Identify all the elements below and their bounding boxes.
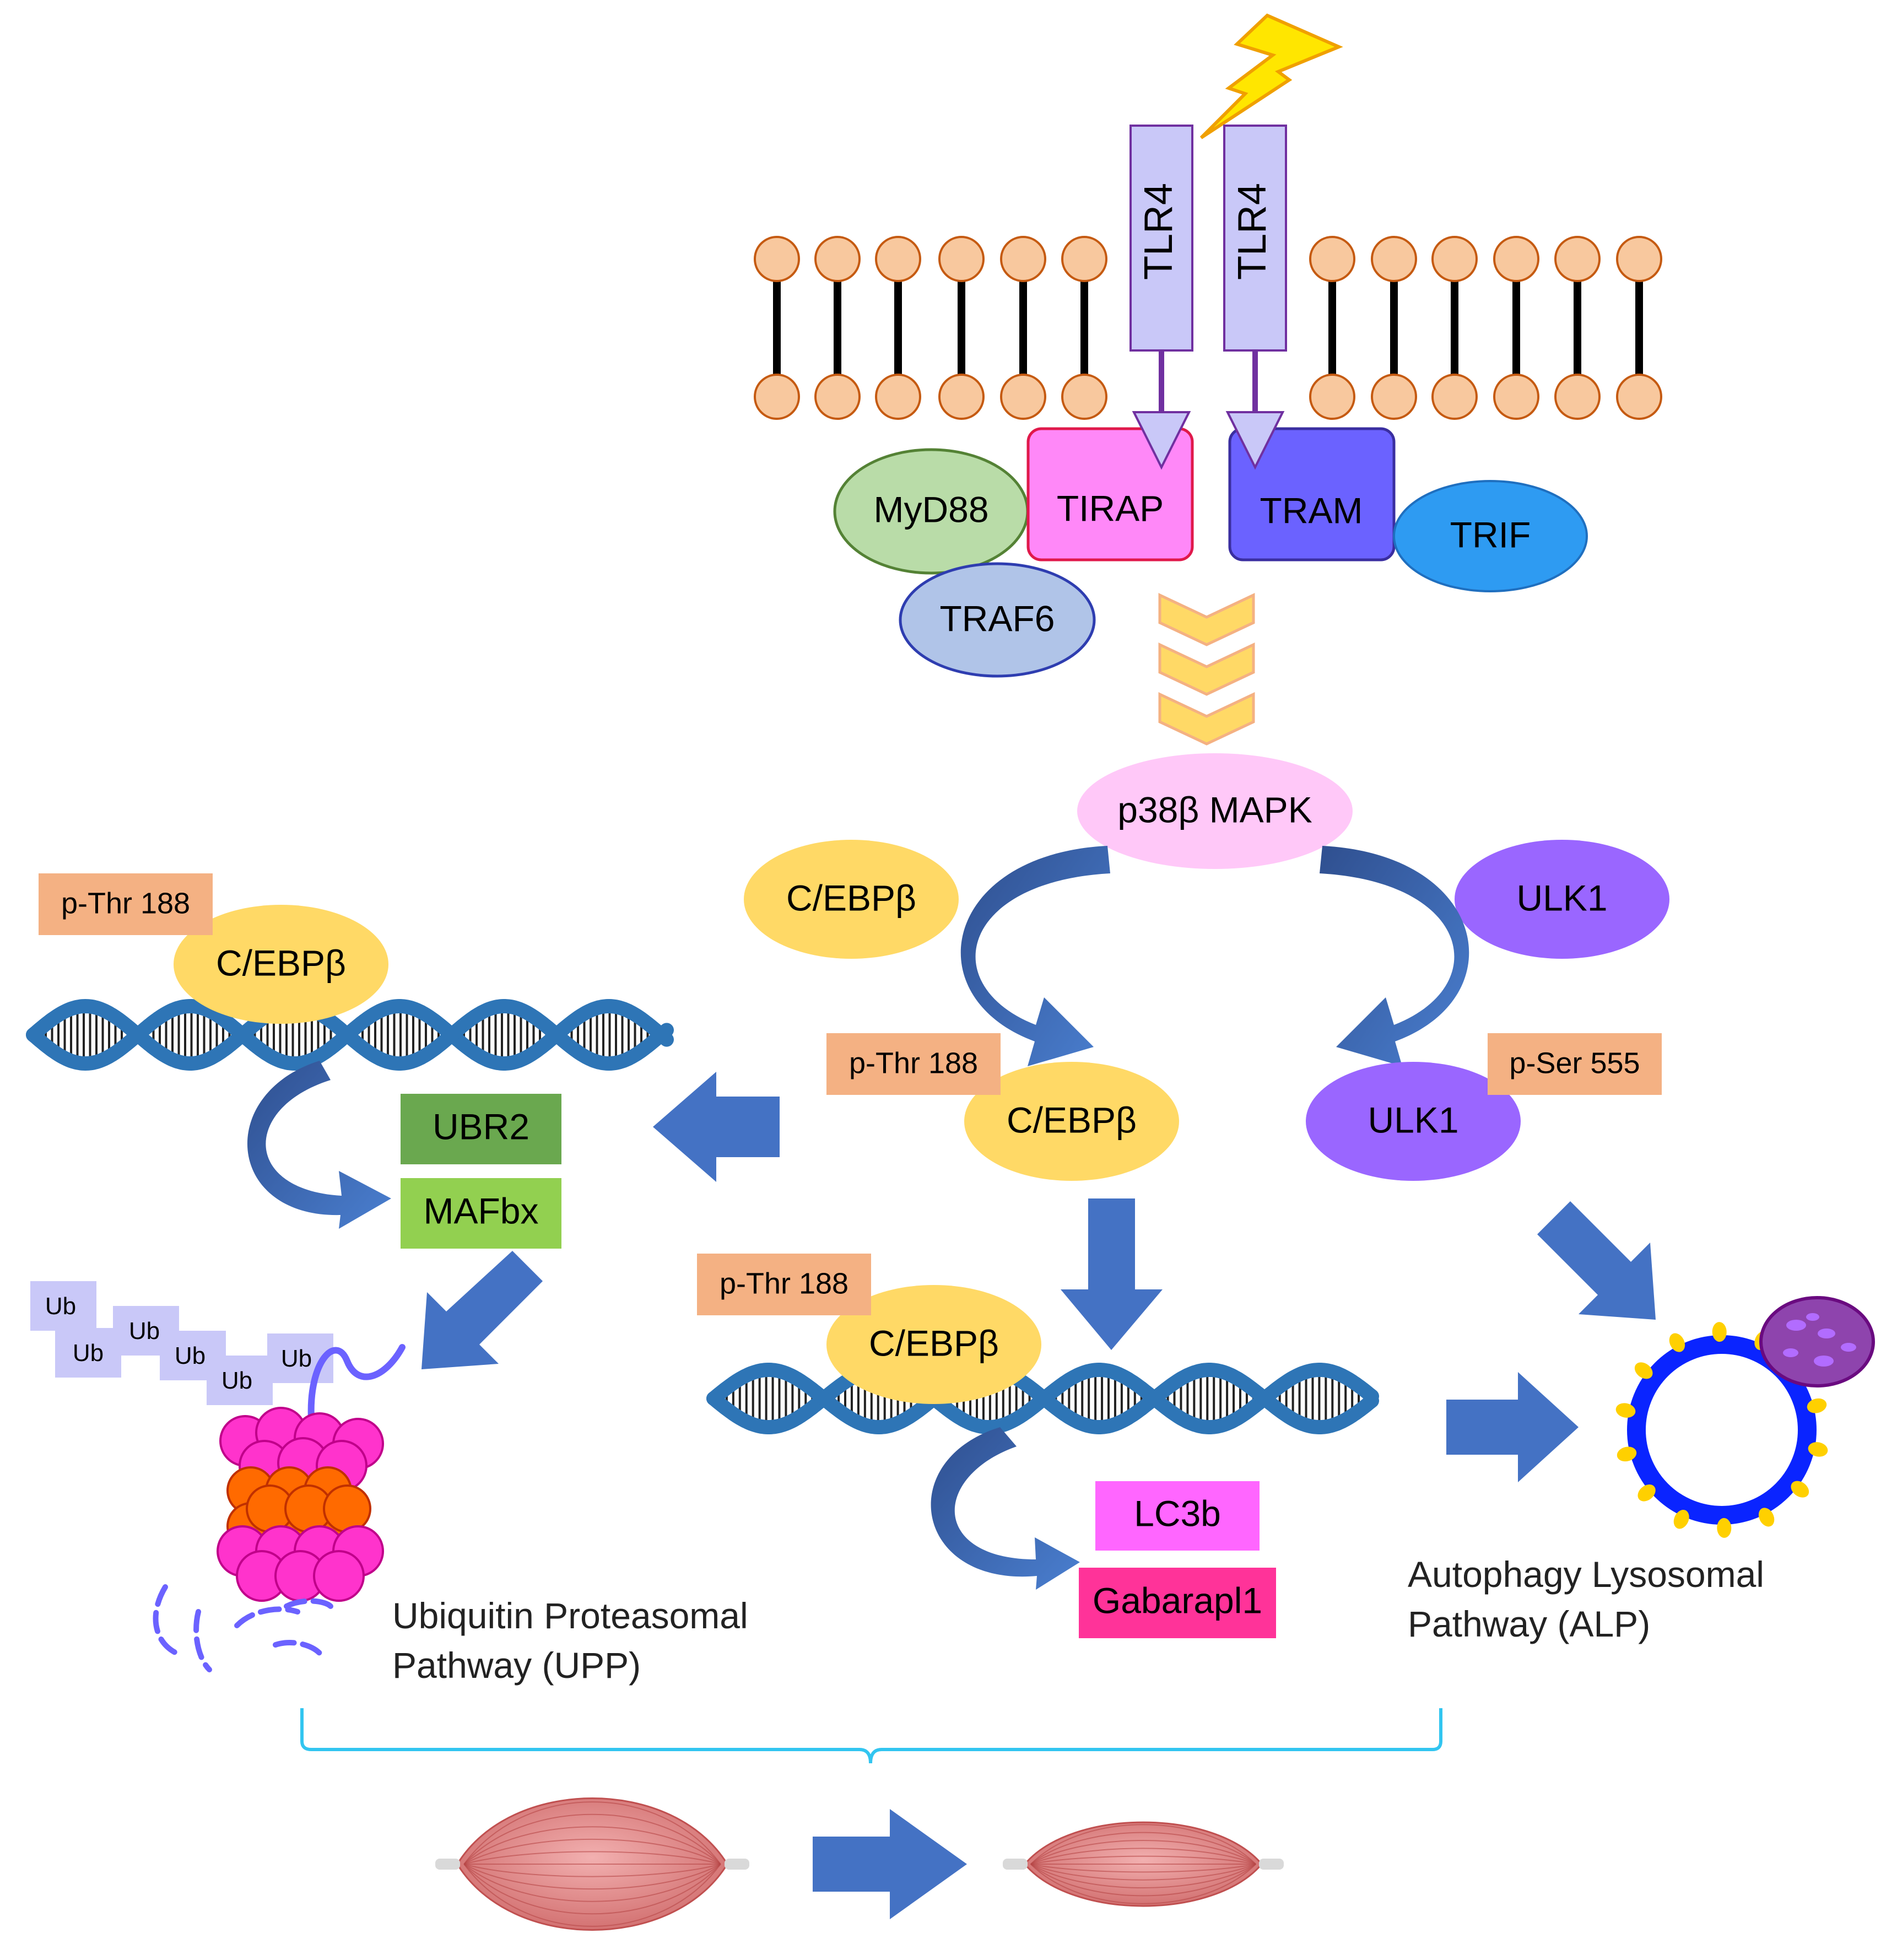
- p38-mapk-label: p38β MAPK: [1117, 789, 1312, 830]
- lipid-icon: [875, 236, 921, 420]
- arrow-down-icon: [1061, 1198, 1163, 1350]
- ubr2-gene-box: [401, 1094, 561, 1164]
- ub-label: Ub: [73, 1340, 104, 1367]
- lipid-icon: [1554, 236, 1601, 420]
- trif-label: TRIF: [1450, 514, 1531, 555]
- ub-label: Ub: [281, 1345, 312, 1372]
- cebpb-label: C/EBPβ: [1007, 1099, 1137, 1140]
- upp-title-line2: Pathway (UPP): [392, 1645, 641, 1686]
- substrate-strand-icon: [307, 1344, 406, 1422]
- lipid-icon: [1371, 236, 1417, 420]
- phospho-label: p-Thr 188: [61, 887, 190, 920]
- lipid-icon: [938, 236, 985, 420]
- tlr4-arrowhead: [1132, 411, 1191, 470]
- gabarapl1-gene-box: [1079, 1568, 1276, 1638]
- autophagosome-icon: [1615, 1322, 1828, 1538]
- mafbx-gene-box: [401, 1178, 561, 1249]
- tlr4-label: TLR4: [1230, 183, 1274, 280]
- mafbx-label: MAFbx: [423, 1190, 538, 1231]
- phospho-tag: [826, 1033, 1001, 1095]
- p38-mapk-node: [1077, 753, 1353, 869]
- ulk1-label: ULK1: [1368, 1099, 1458, 1140]
- dna-helix-bottom: [706, 1363, 1379, 1434]
- arrow-diagonal-icon: [1537, 1201, 1656, 1320]
- ub-label: Ub: [129, 1318, 160, 1345]
- myd88-label: MyD88: [873, 489, 988, 530]
- tram-label: TRAM: [1260, 490, 1363, 531]
- tlr4-label: TLR4: [1137, 183, 1181, 280]
- cebpb-label: C/EBPβ: [786, 877, 916, 918]
- bracket-connector: [300, 1708, 1442, 1764]
- lc3b-label: LC3b: [1134, 1493, 1221, 1534]
- phospho-label: p-Thr 188: [720, 1267, 848, 1300]
- gabarapl1-label: Gabarapl1: [1093, 1580, 1262, 1621]
- arrow-diagonal-icon: [421, 1251, 543, 1369]
- upp-title-line1: Ubiquitin Proteasomal: [392, 1595, 748, 1636]
- ubiquitin-chain: Ub Ub Ub Ub Ub Ub: [30, 1281, 333, 1405]
- cebpb-node: [744, 840, 959, 959]
- curved-arrow-icon: [960, 846, 1110, 1066]
- signal-chevron-icon: [1158, 593, 1255, 746]
- lysosome-icon: [1759, 1296, 1875, 1387]
- arrow-right-icon: [813, 1809, 967, 1919]
- arrow-right-icon: [1446, 1372, 1579, 1482]
- lc3b-gene-box: [1095, 1481, 1260, 1551]
- cebpb-label: C/EBPβ: [869, 1322, 999, 1363]
- cell-membrane: [754, 236, 1662, 420]
- cebpb-node: [826, 1285, 1041, 1404]
- ulk1-node: [1455, 840, 1669, 959]
- muscle-large-icon: [435, 1797, 749, 1931]
- phospho-tag: [39, 873, 213, 935]
- traf6-label: TRAF6: [939, 598, 1055, 639]
- muscle-small-icon: [1003, 1821, 1284, 1907]
- proteasome-icon: [217, 1407, 384, 1602]
- curved-arrow-icon: [247, 1061, 391, 1229]
- lipid-icon: [1061, 236, 1107, 420]
- dna-helix-left: [26, 998, 674, 1071]
- phospho-label: p-Thr 188: [849, 1046, 978, 1079]
- phospho-label: p-Ser 555: [1509, 1046, 1640, 1079]
- tirap-node: [1026, 427, 1194, 561]
- tlr4-receptor-1: TLR4: [1129, 125, 1193, 470]
- ulk1-label: ULK1: [1516, 877, 1607, 918]
- lipid-icon: [1431, 236, 1478, 420]
- lipid-icon: [1493, 236, 1539, 420]
- ulk1-node: [1306, 1062, 1521, 1181]
- ub-label: Ub: [45, 1293, 76, 1320]
- ub-label: Ub: [175, 1342, 206, 1369]
- tlr4-receptor-2: TLR4: [1223, 125, 1287, 470]
- lipid-icon: [814, 236, 861, 420]
- phospho-tag: [697, 1254, 871, 1315]
- tlr4-arrowhead: [1225, 411, 1285, 470]
- traf6-node: [899, 562, 1096, 678]
- alp-title-line2: Pathway (ALP): [1408, 1603, 1650, 1644]
- ubr2-label: UBR2: [433, 1106, 529, 1147]
- curved-arrow-icon: [931, 1427, 1080, 1590]
- curved-arrow-icon: [1320, 846, 1469, 1066]
- tirap-label: TIRAP: [1057, 488, 1164, 528]
- arrow-left-icon: [653, 1072, 780, 1182]
- lipid-icon: [1309, 236, 1355, 420]
- ub-label: Ub: [221, 1367, 252, 1394]
- phospho-tag: [1488, 1033, 1662, 1095]
- peptide-fragments-icon: [153, 1584, 333, 1672]
- lipid-icon: [1000, 236, 1046, 420]
- cebpb-node: [174, 905, 388, 1024]
- alp-title-line1: Autophagy Lysosomal: [1408, 1554, 1764, 1595]
- trif-node: [1393, 480, 1588, 592]
- tram-node: [1228, 427, 1396, 561]
- cebpb-label: C/EBPβ: [216, 942, 346, 983]
- lightning-bolt-icon: [1199, 13, 1343, 139]
- lipid-icon: [754, 236, 800, 420]
- lipid-icon: [1616, 236, 1662, 420]
- cebpb-node: [964, 1062, 1179, 1181]
